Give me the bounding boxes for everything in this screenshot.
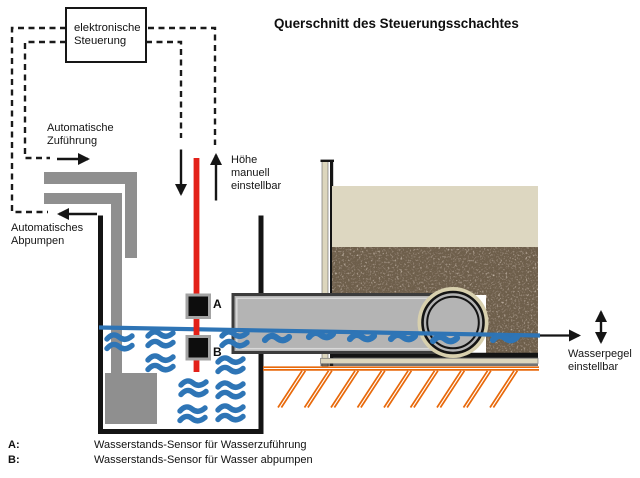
legend-text-b: Wasserstands-Sensor für Wasser abpumpen: [94, 453, 313, 466]
water-wave-icon: [309, 333, 333, 337]
water-wave-icon: [148, 356, 173, 370]
water-level-label: Wasserpegel einstellbar: [568, 348, 632, 373]
sensor-b-letter: B: [213, 345, 222, 359]
legend-row-b: B: Wasserstands-Sensor für Wasser abpump…: [8, 453, 313, 468]
water-wave-icon: [180, 407, 205, 421]
height-manual-label: Höhe manuell einstellbar: [231, 154, 282, 192]
legend-row-a: A: Wasserstands-Sensor für Wasserzuführu…: [8, 438, 313, 453]
legend: A: Wasserstands-Sensor für Wasserzuführu…: [8, 438, 313, 467]
auto-pump-label: Automatisches Abpumpen: [11, 222, 84, 247]
water-wave-icon: [265, 336, 289, 340]
water-wave-icon: [218, 383, 243, 397]
subsoil-hatch-lines: [277, 370, 519, 408]
pipe-cross-section-inner: [426, 295, 480, 350]
float-rod: [193, 158, 200, 372]
electronic-control-box: elektronische Steuerung: [65, 7, 147, 63]
water-wave-icon: [433, 337, 457, 341]
water-wave-icon: [218, 406, 243, 420]
water-wave-icon: [218, 358, 243, 372]
water-wave-icon: [493, 336, 517, 340]
auto-supply-label: Automatische Zuführung: [47, 122, 114, 147]
sand-layer: [332, 186, 538, 247]
sensor-a-square: [185, 293, 211, 319]
page-title: Querschnitt des Steuerungsschachtes: [274, 16, 519, 31]
water-wave-icon: [391, 335, 415, 339]
legend-key-a: A:: [8, 439, 20, 451]
electronic-control-label: elektronische Steuerung: [74, 22, 141, 47]
subsoil-top-lines: [263, 366, 539, 371]
water-wave-icon: [350, 335, 374, 339]
water-wave-icon: [148, 332, 173, 346]
pump-block: [105, 373, 157, 424]
legend-text-a: Wasserstands-Sensor für Wasserzuführung: [94, 439, 307, 451]
sensor-b-square: [185, 335, 211, 361]
sensor-a-letter: A: [213, 297, 222, 311]
water-wave-icon: [181, 381, 206, 395]
control-wiring-dashed-lines: [10, 26, 217, 214]
legend-key-b: B:: [8, 453, 20, 466]
supply-pipe-inner: [44, 193, 122, 373]
liner-sand-stripe: [320, 357, 539, 364]
supply-pipe-outer: [44, 172, 137, 258]
